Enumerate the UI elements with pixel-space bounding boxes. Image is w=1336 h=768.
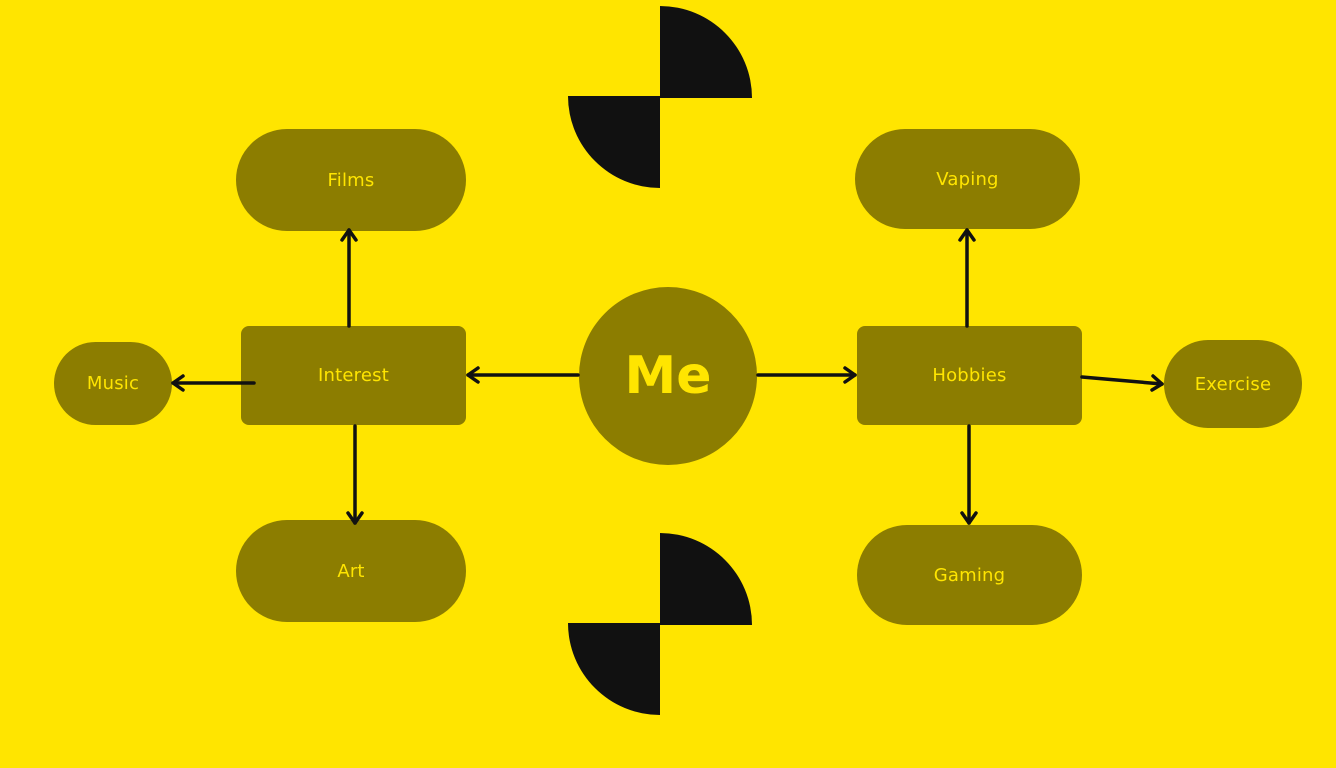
arrow-hobbies-to-gaming (960, 424, 978, 525)
pinwheel-top-decoration (568, 6, 752, 188)
pinwheel-bottom-decoration (568, 533, 752, 715)
arrow-hobbies-to-vaping (958, 228, 976, 328)
node-vaping: Vaping (855, 129, 1080, 229)
node-interest: Interest (241, 326, 466, 425)
arrow-interest-to-music (171, 374, 256, 392)
node-art: Art (236, 520, 466, 622)
node-music: Music (54, 342, 172, 425)
node-gaming: Gaming (857, 525, 1082, 625)
arrow-hobbies-to-exercise (1080, 374, 1164, 392)
arrow-interest-to-films (340, 228, 358, 328)
node-hobbies: Hobbies (857, 326, 1082, 425)
arrow-interest-to-art (346, 424, 364, 525)
node-exercise: Exercise (1164, 340, 1302, 428)
arrow-me-to-hobbies (756, 366, 857, 384)
arrow-me-to-interest (466, 366, 580, 384)
node-films: Films (236, 129, 466, 231)
center-node-me: Me (579, 287, 757, 465)
